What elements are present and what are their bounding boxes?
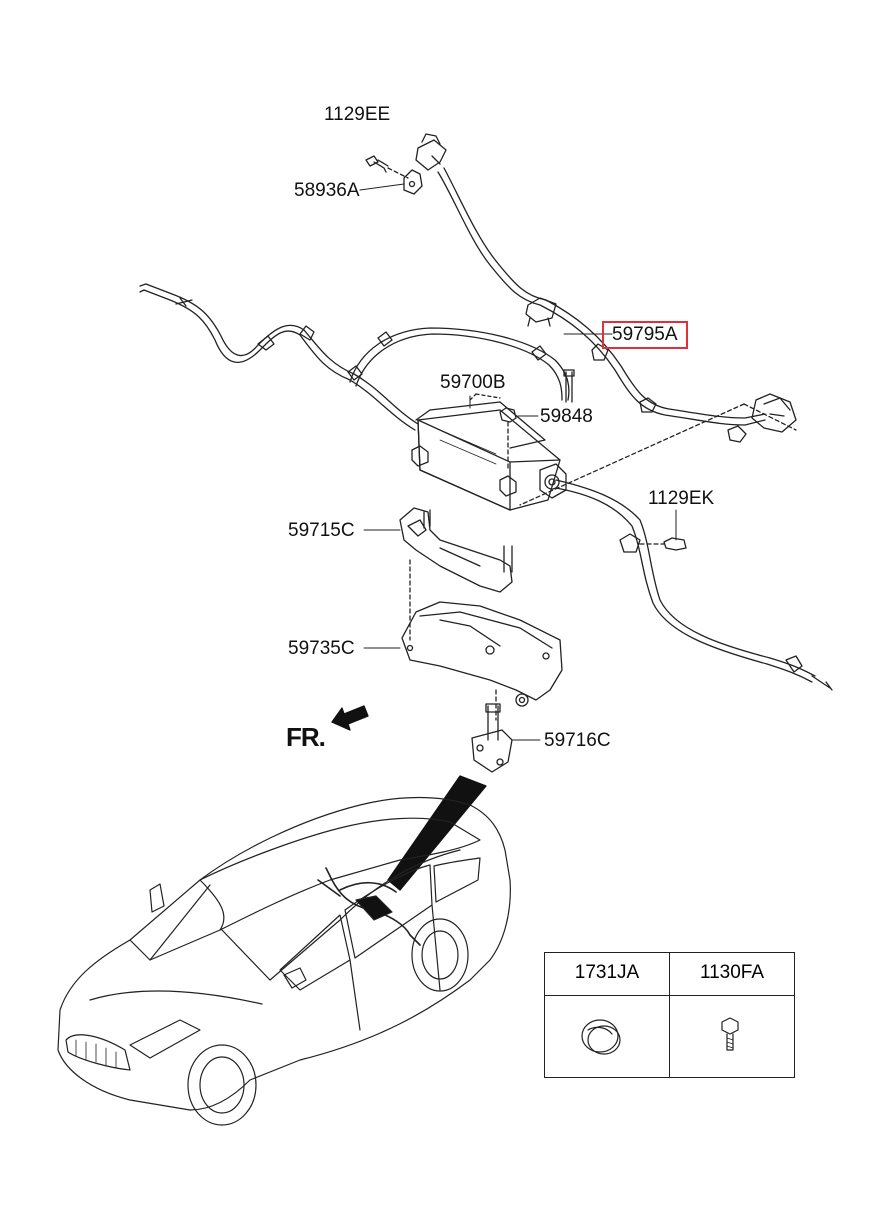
bolt-1129ee-icon (365, 155, 409, 179)
cable-59795a (415, 133, 797, 506)
legend-table: 1731JA 1130FA (544, 952, 795, 1078)
label-59715c: 59715C (288, 520, 355, 541)
nut-59848-icon (499, 407, 517, 471)
plug-cap-icon (581, 1019, 621, 1055)
car-illustration (57, 796, 511, 1126)
front-direction-label: FR. (286, 722, 326, 752)
bolt-1129ek-icon (639, 537, 687, 551)
bolt-icon (721, 1017, 739, 1051)
actuator-59700b-icon (411, 393, 567, 511)
front-direction-arrow-icon (331, 705, 369, 731)
legend-divider (669, 953, 670, 1077)
cable-left (139, 283, 419, 431)
label-59848: 59848 (540, 406, 593, 427)
legend-cell-1130fa[interactable]: 1130FA (670, 953, 794, 1077)
bracket-58936a-icon (403, 169, 423, 195)
legend-code-1731ja: 1731JA (545, 953, 669, 996)
leader-lines (359, 183, 677, 741)
label-58936a: 58936A (294, 180, 360, 201)
legend-code-1130fa: 1130FA (670, 953, 794, 996)
label-59795a-highlighted[interactable]: 59795A (602, 321, 688, 349)
cable-loop (349, 327, 575, 403)
label-59735c: 59735C (288, 638, 355, 659)
legend-cell-1731ja[interactable]: 1731JA (545, 953, 669, 1077)
location-pointer-icon (387, 775, 487, 891)
label-59700b: 59700B (440, 372, 506, 393)
bracket-59716c-icon (471, 703, 513, 773)
bracket-59715c-icon (399, 507, 513, 641)
label-59716c: 59716C (544, 730, 611, 751)
cable-right (555, 479, 833, 691)
label-1129ek: 1129EK (648, 488, 715, 509)
plate-59735c-icon (401, 601, 563, 721)
label-1129ee: 1129EE (324, 104, 391, 125)
